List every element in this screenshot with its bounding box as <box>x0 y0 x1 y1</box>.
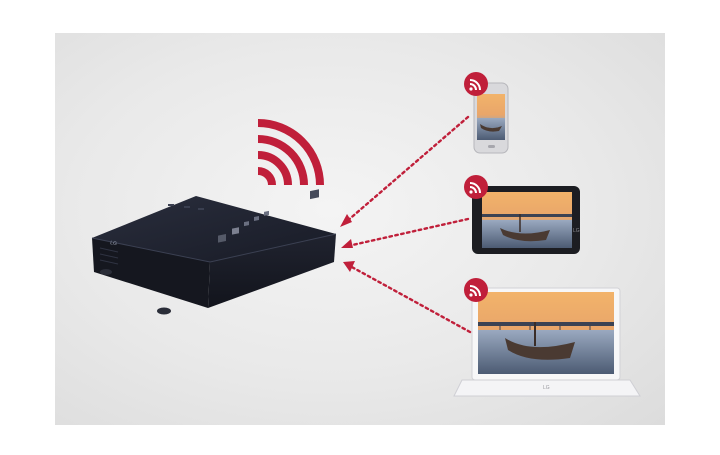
device-brand-mark: LG <box>110 240 118 247</box>
phone-wifi-badge-icon <box>464 72 488 96</box>
laptop: LG <box>453 287 641 397</box>
tablet-wifi-badge-icon <box>464 175 488 199</box>
tablet: LG <box>472 186 580 254</box>
device-ports <box>218 189 319 243</box>
tablet-brand-mark: LG <box>573 228 580 234</box>
laptop-wifi-badge-icon <box>464 278 488 302</box>
arrow-from-laptop <box>348 264 472 334</box>
laptop-brand-mark: LG <box>543 385 550 391</box>
connection-arrows <box>344 115 472 334</box>
smartphone <box>473 82 509 154</box>
arrow-heads <box>340 214 355 272</box>
wifi-signal-icon <box>257 119 324 186</box>
media-player-device: LG <box>91 189 337 315</box>
arrow-from-tablet <box>346 217 470 248</box>
arrow-from-phone <box>344 115 470 224</box>
